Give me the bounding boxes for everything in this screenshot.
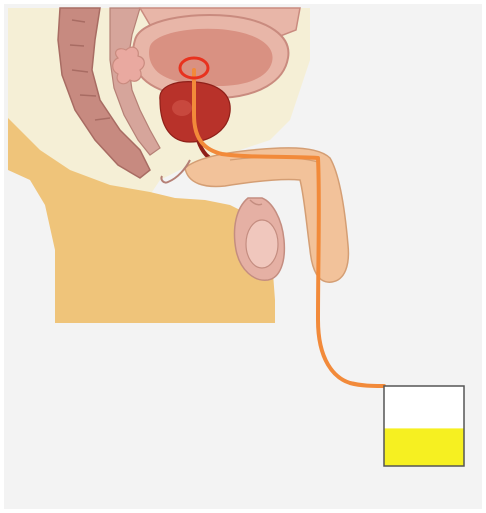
urine-bag-fluid (384, 428, 464, 466)
urine-bag (384, 386, 464, 466)
bladder-interior (149, 29, 273, 86)
testis (246, 220, 278, 268)
